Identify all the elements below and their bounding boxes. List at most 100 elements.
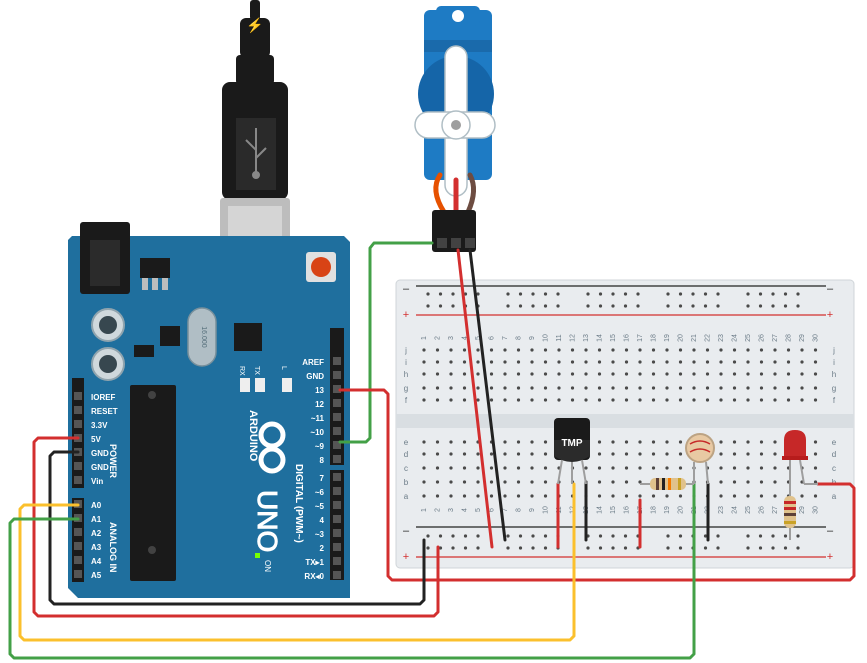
rail-hole[interactable]	[598, 534, 603, 538]
rail-hole[interactable]	[586, 546, 590, 550]
bb-hole[interactable]	[773, 494, 777, 498]
bb-hole[interactable]	[476, 348, 480, 352]
bb-hole[interactable]	[746, 372, 750, 376]
header-pin[interactable]	[74, 392, 82, 400]
rail-hole[interactable]	[611, 546, 615, 550]
rail-hole[interactable]	[771, 534, 775, 538]
header-pin[interactable]	[74, 570, 82, 578]
bb-hole[interactable]	[543, 480, 548, 484]
bb-hole[interactable]	[503, 360, 507, 364]
rail-hole[interactable]	[543, 304, 548, 308]
rail-hole[interactable]	[796, 546, 800, 550]
bb-hole[interactable]	[530, 466, 534, 470]
bb-hole[interactable]	[570, 386, 575, 390]
bb-hole[interactable]	[489, 398, 494, 402]
header-pin[interactable]	[333, 385, 341, 393]
rail-hole[interactable]	[758, 546, 763, 550]
bb-hole[interactable]	[692, 348, 696, 352]
bb-hole[interactable]	[719, 466, 723, 470]
rail-hole[interactable]	[691, 304, 695, 308]
bb-hole[interactable]	[719, 480, 723, 484]
bb-hole[interactable]	[624, 360, 629, 364]
rail-hole[interactable]	[543, 546, 548, 550]
bb-hole[interactable]	[705, 360, 710, 364]
rail-hole[interactable]	[703, 534, 708, 538]
rail-hole[interactable]	[636, 292, 640, 296]
rail-hole[interactable]	[623, 292, 628, 296]
bb-hole[interactable]	[732, 440, 737, 444]
bb-hole[interactable]	[530, 494, 534, 498]
rail-hole[interactable]	[678, 304, 683, 308]
bb-hole[interactable]	[759, 452, 764, 456]
bb-hole[interactable]	[719, 494, 723, 498]
bb-hole[interactable]	[584, 398, 588, 402]
rail-hole[interactable]	[426, 534, 430, 538]
bb-hole[interactable]	[611, 494, 615, 498]
bb-hole[interactable]	[692, 386, 696, 390]
bb-hole[interactable]	[503, 494, 507, 498]
rail-hole[interactable]	[556, 292, 560, 296]
header-pin[interactable]	[74, 476, 82, 484]
bb-hole[interactable]	[597, 386, 602, 390]
rail-hole[interactable]	[598, 292, 603, 296]
bb-hole[interactable]	[678, 494, 683, 498]
bb-hole[interactable]	[638, 398, 642, 402]
rail-hole[interactable]	[531, 546, 535, 550]
bb-hole[interactable]	[813, 348, 818, 352]
bb-hole[interactable]	[611, 398, 615, 402]
bb-hole[interactable]	[638, 480, 642, 484]
bb-hole[interactable]	[746, 440, 750, 444]
bb-hole[interactable]	[449, 360, 453, 364]
bb-hole[interactable]	[746, 452, 750, 456]
bb-hole[interactable]	[732, 452, 737, 456]
rail-hole[interactable]	[703, 546, 708, 550]
bb-hole[interactable]	[462, 452, 467, 456]
bb-hole[interactable]	[503, 372, 507, 376]
bb-hole[interactable]	[543, 440, 548, 444]
bb-hole[interactable]	[570, 372, 575, 376]
bb-hole[interactable]	[503, 398, 507, 402]
rail-hole[interactable]	[506, 292, 510, 296]
bb-hole[interactable]	[449, 480, 453, 484]
header-pin[interactable]	[74, 462, 82, 470]
header-pin[interactable]	[333, 473, 341, 481]
bb-hole[interactable]	[422, 494, 426, 498]
header-pin[interactable]	[333, 487, 341, 495]
bb-hole[interactable]	[435, 480, 440, 484]
bb-hole[interactable]	[530, 360, 534, 364]
bb-hole[interactable]	[489, 386, 494, 390]
bb-hole[interactable]	[800, 372, 804, 376]
bb-hole[interactable]	[530, 398, 534, 402]
bb-hole[interactable]	[705, 398, 710, 402]
header-pin[interactable]	[333, 571, 341, 579]
bb-hole[interactable]	[597, 440, 602, 444]
bb-hole[interactable]	[719, 372, 723, 376]
rail-hole[interactable]	[518, 292, 523, 296]
bb-hole[interactable]	[462, 398, 467, 402]
bb-hole[interactable]	[489, 348, 494, 352]
header-pin[interactable]	[74, 556, 82, 564]
rail-hole[interactable]	[598, 546, 603, 550]
bb-hole[interactable]	[597, 348, 602, 352]
bb-hole[interactable]	[773, 398, 777, 402]
header-pin[interactable]	[333, 543, 341, 551]
rail-hole[interactable]	[518, 534, 523, 538]
rail-hole[interactable]	[531, 292, 535, 296]
bb-hole[interactable]	[449, 372, 453, 376]
bb-hole[interactable]	[449, 440, 453, 444]
bb-hole[interactable]	[678, 372, 683, 376]
bb-hole[interactable]	[678, 452, 683, 456]
bb-hole[interactable]	[624, 348, 629, 352]
bb-hole[interactable]	[624, 466, 629, 470]
rail-hole[interactable]	[438, 534, 443, 538]
bb-hole[interactable]	[759, 480, 764, 484]
bb-hole[interactable]	[651, 466, 656, 470]
bb-hole[interactable]	[665, 452, 669, 456]
bb-hole[interactable]	[462, 348, 467, 352]
header-pin[interactable]	[333, 357, 341, 365]
header-pin[interactable]	[333, 413, 341, 421]
header-pin[interactable]	[333, 427, 341, 435]
rail-hole[interactable]	[783, 292, 788, 296]
bb-hole[interactable]	[489, 466, 494, 470]
bb-hole[interactable]	[462, 386, 467, 390]
